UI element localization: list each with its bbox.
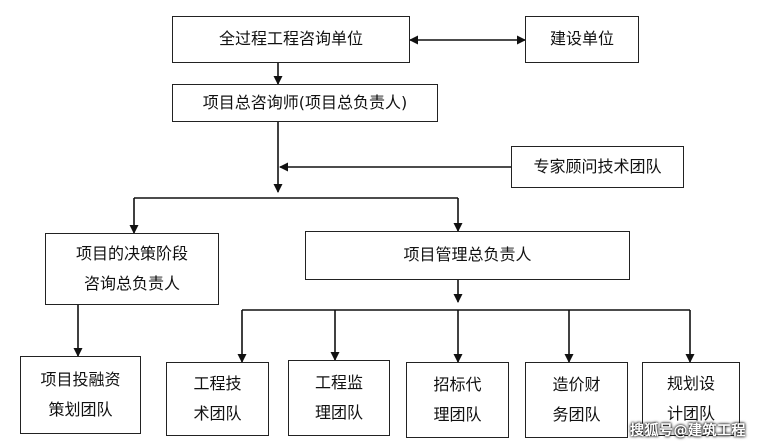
node-eng-tech-team-line2: 术团队 [193,404,242,423]
node-eng-tech-team: 工程技 术团队 [166,362,269,436]
node-bidding-team-line2: 理团队 [433,405,482,424]
node-chief-consultant: 项目总咨询师(项目总负责人) [172,84,438,122]
node-expert-team-label: 专家顾问技术团队 [533,156,662,176]
node-planning-team: 规划设 计团队 [642,362,740,436]
node-finance-team-line1: 项目投融资 [40,369,121,389]
node-finance-team: 项目投融资 策划团队 [20,356,141,434]
node-decision-lead: 项目的决策阶段 咨询总负责人 [45,233,219,305]
node-decision-lead-line2: 咨询总负责人 [83,274,180,293]
node-planning-team-line2: 计团队 [666,404,715,423]
node-build-unit-label: 建设单位 [549,29,614,49]
node-cost-team: 造价财 务团队 [525,362,628,438]
watermark: 搜狐号@建筑工程 [630,423,746,439]
node-expert-team: 专家顾问技术团队 [511,146,684,188]
node-consult-unit-label: 全过程工程咨询单位 [218,29,363,49]
node-cost-team-line2: 务团队 [552,405,601,424]
node-planning-team-line1: 规划设 [666,373,715,393]
node-supervision-team-line2: 理团队 [314,403,363,422]
node-consult-unit: 全过程工程咨询单位 [172,16,410,63]
node-bidding-team: 招标代 理团队 [406,362,509,438]
node-decision-lead-line1: 项目的决策阶段 [75,243,188,263]
node-bidding-team-line1: 招标代 [433,374,482,394]
node-supervision-team: 工程监 理团队 [288,360,390,436]
node-pm-lead-label: 项目管理总负责人 [403,245,532,265]
node-pm-lead: 项目管理总负责人 [305,231,630,280]
node-cost-team-line1: 造价财 [552,374,601,394]
node-chief-consultant-label: 项目总咨询师(项目总负责人) [202,92,408,112]
node-finance-team-line2: 策划团队 [48,400,113,419]
node-eng-tech-team-line1: 工程技 [193,373,242,393]
node-supervision-team-line1: 工程监 [314,372,363,392]
node-build-unit: 建设单位 [525,16,639,63]
